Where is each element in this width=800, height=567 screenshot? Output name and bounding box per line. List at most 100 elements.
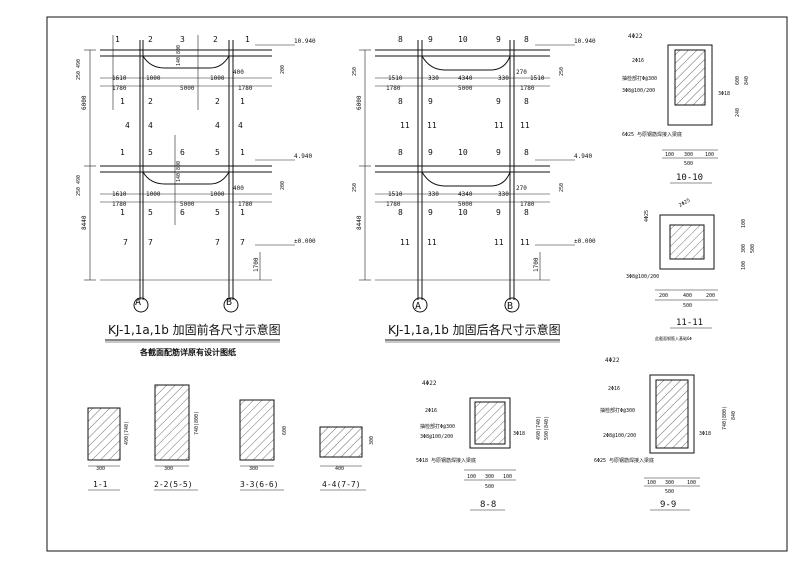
section-9-9-outline (649, 374, 695, 454)
sec-mark-8a: 8 (398, 35, 403, 44)
dim-1780-left: 1780 (112, 85, 127, 92)
section-9-9-dim-100a: 100 (647, 480, 656, 486)
section-10-10-bottom-note: 6Φ25 与原钢筋焊接入梁底 (622, 131, 682, 138)
dim-250c-right: 250 (559, 67, 565, 76)
section-10-10-note1: 抽检部打Φ@300 (622, 75, 657, 82)
sec-mark-4a: 4 (125, 121, 130, 130)
dim-5000b-left: 5000 (180, 201, 195, 208)
section-3-3-label: 3-3(6-6) (240, 480, 279, 489)
sec-mark-9e: 9 (428, 148, 433, 157)
section-10-10-top-bar: 4Φ22 (628, 33, 643, 40)
dim-6000-right: 6000 (356, 95, 363, 110)
section-10-10-dim-300: 300 (684, 152, 693, 158)
sec-mark-3a: 3 (180, 35, 185, 44)
section-1-1-width: 300 (96, 466, 105, 472)
dim-250d-right: 250 (559, 183, 565, 192)
section-9-9-dim-100b: 100 (687, 480, 696, 486)
dim-1000b-left: 1000 (210, 75, 225, 82)
dim-8440-left: 8440 (81, 215, 88, 230)
section-11-11-note: 此截面钢筋入基础6Φ (655, 335, 692, 341)
elev-mid-right: 4.940 (574, 153, 592, 160)
section-3-3-height: 600 (282, 426, 288, 435)
left-frame (84, 35, 295, 313)
section-8-8-top-bar: 4Φ22 (422, 380, 437, 387)
dim-250-490b-left: 250 490 (76, 175, 82, 196)
sec-mark-8g: 8 (398, 208, 403, 217)
sec-mark-9b: 9 (496, 35, 501, 44)
sec-mark-5a: 5 (148, 148, 153, 157)
section-11-11-label: 11-11 (676, 318, 703, 328)
dim-1700-right: 1700 (533, 257, 540, 272)
section-11-11-dim-200a: 200 (659, 293, 668, 299)
section-8-8-height2: 590(840) (544, 416, 550, 440)
sec-mark-11h: 11 (520, 238, 530, 247)
dim-200b-left: 200 (280, 181, 286, 190)
sec-mark-6b: 6 (180, 208, 185, 217)
dim-250-490-left: 250 490 (76, 59, 82, 80)
sec-mark-1f: 1 (240, 148, 245, 157)
sec-mark-11a: 11 (400, 121, 410, 130)
sec-mark-5d: 5 (215, 208, 220, 217)
section-1-1-height: 490(740) (124, 421, 130, 445)
section-8-8-stirrup: 3Φ8@100/200 (420, 434, 453, 440)
section-3-3-width: 300 (249, 466, 258, 472)
section-9-9-height: 740(800) (722, 406, 728, 430)
left-frame-title: KJ-1,1a,1b 加固前各尺寸示意图 (108, 322, 281, 337)
sec-mark-9a: 9 (428, 35, 433, 44)
section-4-4-rect (319, 426, 363, 458)
sec-mark-5c: 5 (148, 208, 153, 217)
sec-mark-11f: 11 (427, 238, 437, 247)
sec-mark-1e: 1 (120, 148, 125, 157)
elev-mid-left: 4.940 (294, 153, 312, 160)
elev-zero-left: ±0.000 (294, 238, 316, 245)
sheet-border (46, 16, 788, 552)
section-10-10-dim-100b: 100 (705, 152, 714, 158)
section-10-10-core (674, 49, 706, 106)
dim-270-right: 270 (516, 69, 527, 76)
axis-a-label-right: A (415, 301, 421, 312)
sec-mark-4d: 4 (238, 121, 243, 130)
sec-mark-11e: 11 (400, 238, 410, 247)
sec-mark-8c: 8 (398, 97, 403, 106)
right-frame-title: KJ-1,1a,1b 加固后各尺寸示意图 (388, 322, 561, 337)
sec-mark-7b: 7 (148, 238, 153, 247)
section-8-8-side-bar: 3Φ18 (513, 431, 525, 437)
section-4-4-label: 4-4(7-7) (322, 480, 361, 489)
sec-mark-4c: 4 (215, 121, 220, 130)
section-11-11-dim-500: 500 (750, 244, 756, 253)
section-10-10-label: 10-10 (676, 173, 703, 183)
section-9-9-bottom-note: 6Φ25 与原钢筋焊接入梁底 (594, 457, 654, 464)
sec-mark-9d: 9 (496, 97, 501, 106)
dim-1000c-left: 1000 (146, 191, 161, 198)
section-9-9-label: 9-9 (660, 500, 676, 510)
section-9-9-core (655, 379, 689, 449)
sec-mark-9f: 9 (496, 148, 501, 157)
dim-1780d-left: 1780 (238, 201, 253, 208)
sec-mark-1g: 1 (120, 208, 125, 217)
section-10-10-dim-240: 240 (735, 108, 741, 117)
sec-mark-8d: 8 (524, 97, 529, 106)
section-10-10-dim-840: 840 (744, 76, 750, 85)
section-1-1-rect (87, 407, 121, 461)
sec-mark-10b: 10 (458, 148, 468, 157)
dim-1000-left: 1000 (146, 75, 161, 82)
section-11-11-dim-200b: 200 (706, 293, 715, 299)
sec-mark-1c: 1 (120, 97, 125, 106)
dim-4340-right: 4340 (458, 75, 473, 82)
dim-140-800b-left: 140 800 (176, 161, 182, 182)
sec-mark-11g: 11 (494, 238, 504, 247)
section-9-9-note1: 抽检部打Φ@300 (600, 407, 635, 414)
section-4-4-width: 400 (335, 466, 344, 472)
dim-1510c-right: 1510 (388, 191, 403, 198)
dim-400b-left: 400 (233, 185, 244, 192)
sec-mark-2d: 2 (215, 97, 220, 106)
dim-270b-right: 270 (516, 185, 527, 192)
section-11-11-dim-400: 400 (683, 293, 692, 299)
section-3-3-rect (239, 399, 275, 461)
section-2-2-label: 2-2(5-5) (154, 480, 193, 489)
sec-mark-2b: 2 (213, 35, 218, 44)
section-8-8-height: 490(740) (536, 416, 542, 440)
dim-330-right: 330 (428, 75, 439, 82)
axis-b-label-left: B (226, 297, 232, 308)
